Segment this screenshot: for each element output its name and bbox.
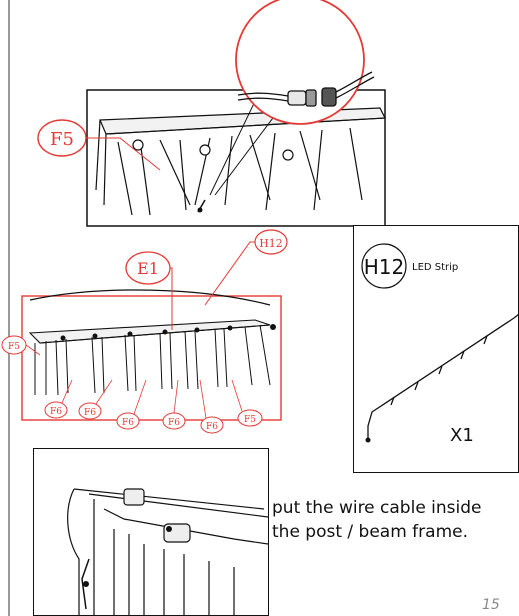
f6-b-callout-text: F6 — [84, 408, 96, 418]
h12-callout-text: H12 — [259, 237, 283, 250]
part-panel-art: H12 LED Strip X1 — [361, 243, 518, 446]
e1-callout-text: E1 — [137, 259, 159, 278]
page-number: 15 — [482, 597, 500, 613]
instruction-text: put the wire cable inside the post / bea… — [272, 496, 512, 544]
f5-right-callout-text: F5 — [244, 415, 256, 425]
middle-diagram: E1 H12 F5 F6 F6 F6 F6 F6 F5 — [1, 229, 288, 434]
left-margin-line — [8, 0, 10, 616]
part-code-text: H12 — [364, 255, 405, 279]
f6-d-callout-text: F6 — [168, 418, 180, 428]
connector-detail — [237, 71, 375, 107]
bottom-diagram-frame — [33, 448, 269, 616]
part-quantity-text: X1 — [450, 425, 474, 446]
f6-e-callout-text: F6 — [206, 422, 218, 432]
led-wire — [29, 289, 271, 306]
f6-a-callout-text: F6 — [50, 407, 62, 417]
part-panel: H12 LED Strip X1 — [353, 225, 519, 473]
instruction-line-1: put the wire cable inside — [272, 498, 482, 518]
middle-diagram-frame — [21, 295, 282, 421]
f6-c-callout-text: F6 — [122, 418, 134, 428]
bottom-diagram — [67, 488, 268, 615]
part-name-text: LED Strip — [412, 262, 458, 273]
instruction-line-2: the post / beam frame. — [272, 522, 468, 542]
middle-panels — [34, 324, 271, 396]
part-code-circle — [361, 243, 407, 289]
middle-clips — [60, 324, 276, 341]
top-post-caps — [132, 139, 294, 161]
led-strip-drawing — [367, 313, 518, 438]
f5-callout-text: F5 — [50, 129, 74, 150]
top-diagram: F5 — [37, 0, 386, 227]
f5-left-callout-text: F5 — [8, 342, 20, 352]
